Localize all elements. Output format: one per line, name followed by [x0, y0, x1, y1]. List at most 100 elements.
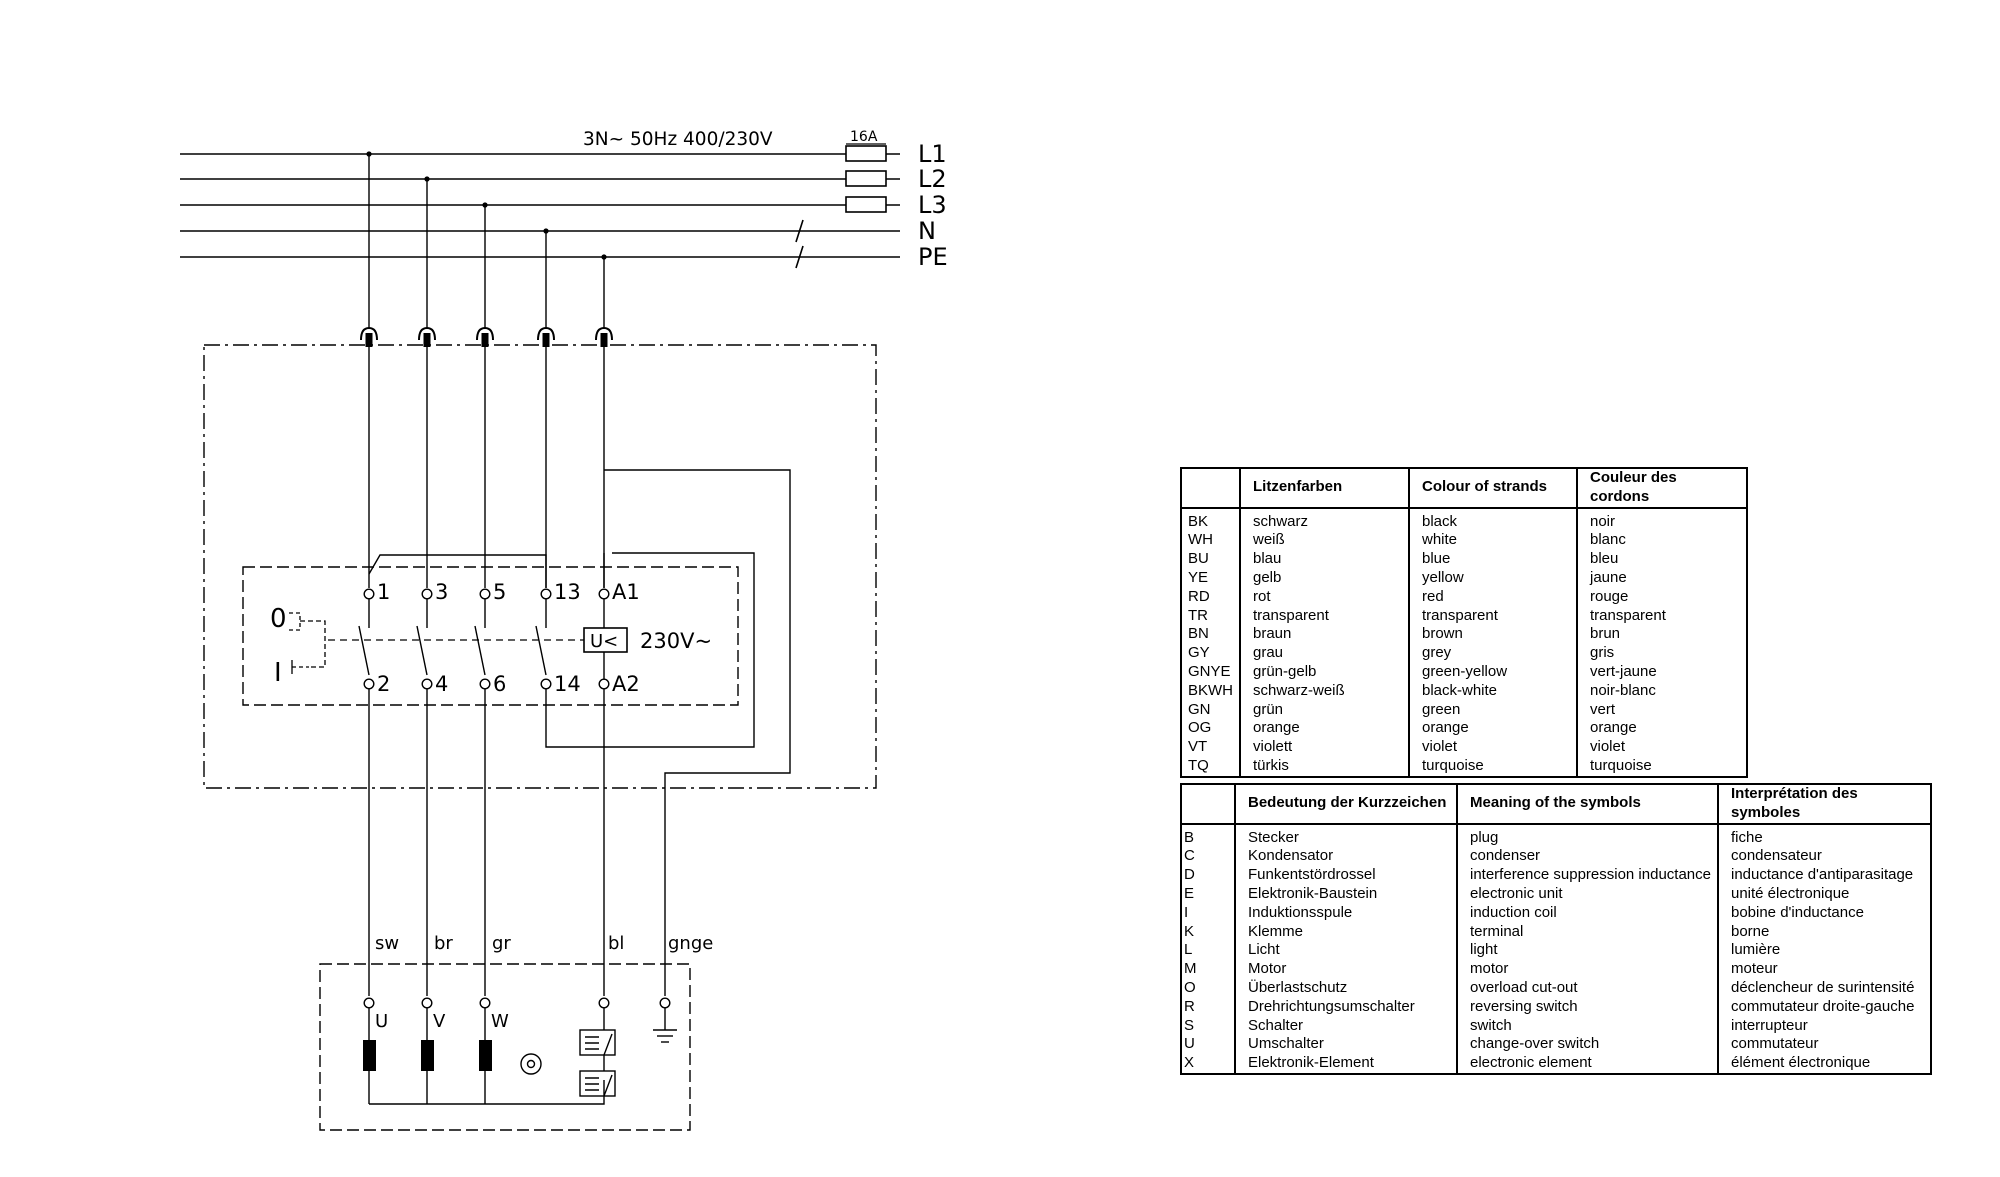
- table-cell: Elektronik-Element: [1234, 1054, 1457, 1074]
- table-header: Litzenfarben: [1239, 468, 1409, 509]
- table-cell: condensateur: [1716, 847, 1931, 867]
- symbol-meaning-table: Bedeutung der Kurzzeichen Meaning of the…: [1180, 783, 1932, 1075]
- n-pe-break-marks: [795, 219, 804, 269]
- table-cell: black-white: [1408, 681, 1577, 701]
- off-on-pushbuttons: 0 I: [270, 604, 326, 688]
- motor-terminal-labels: U V W: [375, 1011, 509, 1032]
- table-cell: Motor: [1234, 960, 1457, 979]
- table-cell: inductance d'antiparasitage: [1716, 866, 1931, 885]
- table-cell: violet: [1576, 738, 1747, 757]
- code-cell: BN: [1188, 625, 1209, 643]
- table-header: Meaning of the symbols: [1456, 784, 1718, 825]
- table-header: [1181, 468, 1240, 509]
- svg-text:4: 4: [435, 672, 448, 696]
- table-header: Colour of strands: [1408, 468, 1577, 509]
- table-cell: plug: [1456, 823, 1718, 848]
- code-cell: YE: [1188, 568, 1209, 586]
- wire-colour-labels: sw br gr bl gnge: [375, 933, 713, 954]
- table-cell: Induktionsspule: [1234, 903, 1457, 923]
- code-cell: GNYE: [1188, 662, 1231, 680]
- table-header: Couleur des cordons: [1576, 468, 1747, 509]
- code-cell: TR: [1188, 606, 1208, 624]
- table-cell: Funkentstördrossel: [1234, 866, 1457, 885]
- code-cell: D: [1184, 866, 1195, 884]
- table-cell: rot: [1239, 587, 1409, 607]
- fuse-l1: [845, 145, 887, 162]
- table-cell: blue: [1408, 550, 1577, 569]
- svg-text:14: 14: [554, 672, 581, 696]
- supply-spec: 3N~ 50Hz 400/230V: [583, 129, 773, 150]
- table-cell: borne: [1716, 922, 1931, 942]
- winding-v: [421, 1040, 434, 1071]
- table-cell: transparent: [1239, 606, 1409, 626]
- table-cell: interrupteur: [1716, 1016, 1931, 1036]
- svg-text:V: V: [433, 1011, 446, 1032]
- table-cell: grau: [1239, 644, 1409, 663]
- colour-of-strands-table: Litzenfarben Colour of strands Couleur d…: [1180, 467, 1748, 778]
- table-cell: orange: [1408, 719, 1577, 739]
- motor-rotation-icon: [520, 1053, 542, 1075]
- supply-lines: [180, 153, 900, 258]
- contact-labels: 1 3 5 13 A1 2 4 6 14 A2: [377, 580, 640, 696]
- table-cell: transparent: [1576, 606, 1747, 626]
- line-label-n: N: [918, 217, 936, 245]
- switch-contacts: [358, 588, 610, 690]
- table-cell: white: [1408, 531, 1577, 551]
- line-label-l3: L3: [918, 191, 947, 219]
- table-cell: blanc: [1576, 531, 1747, 551]
- table-cell: lumière: [1716, 941, 1931, 961]
- table-cell: unité électronique: [1716, 884, 1931, 904]
- table-cell: red: [1408, 587, 1577, 607]
- table-cell: turquoise: [1408, 756, 1577, 777]
- table-cell: grey: [1408, 644, 1577, 663]
- code-cell: U: [1184, 1035, 1195, 1053]
- fuse-rating: 16A: [850, 129, 878, 145]
- table-cell: Überlastschutz: [1234, 978, 1457, 998]
- table-cell: violett: [1239, 738, 1409, 757]
- table-cell: grün: [1239, 700, 1409, 720]
- svg-text:A2: A2: [612, 672, 640, 696]
- svg-text:W: W: [491, 1011, 509, 1032]
- motor-terminals: [363, 997, 671, 1009]
- code-cell: K: [1184, 922, 1195, 940]
- thermal-contacts: [579, 1029, 616, 1097]
- svg-text:5: 5: [493, 580, 506, 604]
- svg-text:6: 6: [493, 672, 506, 696]
- line-labels: L1 L2 L3 N PE: [918, 140, 948, 271]
- motor-enclosure: [319, 963, 691, 1131]
- table-cell: electronic unit: [1456, 884, 1718, 904]
- svg-text:2: 2: [377, 672, 390, 696]
- line-label-l2: L2: [918, 165, 947, 193]
- table-header-row: Litzenfarben Colour of strands Couleur d…: [1181, 468, 1747, 509]
- code-cell: L: [1184, 941, 1193, 959]
- table-header: Bedeutung der Kurzzeichen: [1234, 784, 1457, 825]
- motor-protection-switch: [242, 566, 739, 706]
- table-cell: Drehrichtungsumschalter: [1234, 997, 1457, 1017]
- table-cell: transparent: [1408, 606, 1577, 626]
- code-cell: R: [1184, 997, 1195, 1015]
- table-cell: turquoise: [1576, 756, 1747, 777]
- table-cell: déclencheur de surintensité: [1716, 978, 1931, 998]
- table-cell: Schalter: [1234, 1016, 1457, 1036]
- fuse-l2: [845, 170, 887, 187]
- svg-text:sw: sw: [375, 933, 399, 954]
- wiring-schematic: 3N~ 50Hz 400/230V 16A L1 L2 L3 N PE: [180, 129, 948, 1131]
- code-cell: O: [1184, 978, 1196, 996]
- undervoltage-coil: [583, 627, 628, 653]
- table-cell: interference suppression inductance: [1456, 866, 1718, 885]
- table-cell: noir-blanc: [1576, 681, 1747, 701]
